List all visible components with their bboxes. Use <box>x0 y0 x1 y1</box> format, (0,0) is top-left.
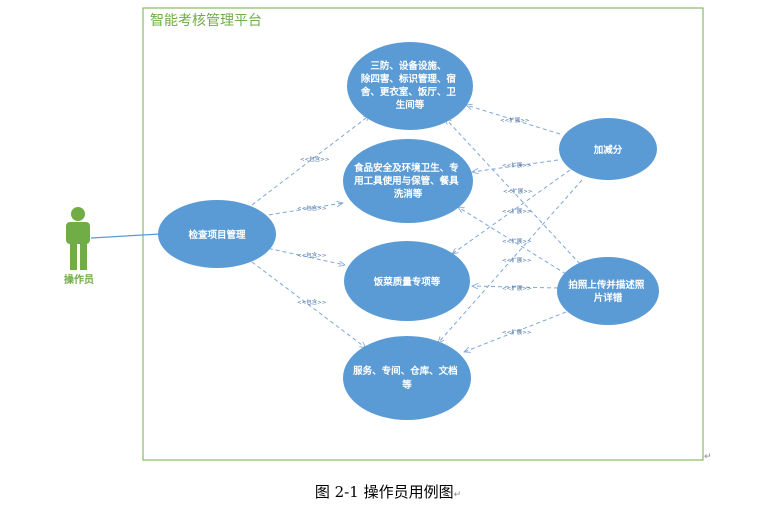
extend-relations <box>438 105 583 352</box>
use-case-2-ellipse[interactable] <box>343 139 473 223</box>
extension-use-case-1[interactable]: 加减分 <box>559 118 657 180</box>
extension-use-case-2-line-1: 拍照上传并描述照 <box>568 279 645 291</box>
use-case-4[interactable]: 服务、专间、仓库、文档 等 <box>343 336 471 420</box>
actor-body <box>66 222 90 244</box>
extension-use-case-1-text: 加减分 <box>593 144 623 156</box>
actor-label: 操作员 <box>64 273 94 286</box>
extend-line-2 <box>472 159 559 172</box>
extend-label-1: <<扩展>> <box>500 116 530 124</box>
use-case-1-text: 三防、设备设施、 除四害、标识管理、宿 舍、更衣室、饭厅、卫 生间等 <box>360 60 459 111</box>
actor-left-leg <box>70 242 77 270</box>
main-use-case-ellipse[interactable] <box>158 200 276 268</box>
use-case-3-text: 饭菜质量专项等 <box>373 276 441 288</box>
paragraph-mark-icon: ↵ <box>453 490 462 500</box>
use-case-1-line-2: 除四害、标识管理、宿 <box>361 73 457 85</box>
use-case-2-line-3: 洗消等 <box>394 188 423 200</box>
main-use-case[interactable]: 检查项目管理 <box>158 200 276 268</box>
extension-use-case-2-ellipse[interactable] <box>557 257 659 325</box>
paragraph-mark-icon: ↵ <box>704 452 712 462</box>
extend-line-3 <box>452 169 571 254</box>
extension-use-case-2-line-2: 片详错 <box>594 292 623 304</box>
use-case-3[interactable]: 饭菜质量专项等 <box>344 241 470 321</box>
use-case-1-line-3: 舍、更衣室、饭厅、卫 <box>360 86 457 98</box>
extend-label-6: <<扩展>> <box>502 256 532 264</box>
include-label-3: <<包含>> <box>297 251 327 259</box>
extend-line-6 <box>458 207 567 275</box>
actor-association-line <box>90 233 161 239</box>
extend-line-8 <box>464 311 567 352</box>
platform-title: 智能考核管理平台 <box>150 13 262 29</box>
extend-label-2: <<扩展>> <box>502 161 532 169</box>
extend-label-4: <<扩展>> <box>502 207 532 215</box>
use-case-2-line-1: 食品安全及环境卫生、专 <box>353 162 459 174</box>
extension-use-case-1-line-1: 加减分 <box>593 144 623 156</box>
figure-caption-text: 图 2-1 操作员用例图 <box>314 483 454 501</box>
extension-use-case-2[interactable]: 拍照上传并描述照 片详错 <box>557 257 659 325</box>
extend-line-4 <box>438 179 583 343</box>
use-case-4-text: 服务、专间、仓库、文档 等 <box>353 365 461 391</box>
extend-label-5: <<扩展>> <box>502 237 532 245</box>
extend-labels: <<扩展>> <<扩展>> <<扩展>> <<扩展>> <<扩展>> <<扩展>… <box>500 116 533 336</box>
main-use-case-label: 检查项目管理 <box>188 229 246 241</box>
include-line-1 <box>251 115 370 206</box>
use-case-2-line-2: 用工具使用与保管、餐具 <box>353 175 459 187</box>
use-case-1-ellipse[interactable] <box>347 42 473 130</box>
use-case-3-line-1: 饭菜质量专项等 <box>373 276 441 288</box>
use-case-4-ellipse[interactable] <box>343 336 471 420</box>
include-label-2: <<包含>> <box>297 204 327 212</box>
use-case-3-ellipse[interactable] <box>344 241 470 321</box>
use-case-4-line-2: 等 <box>401 379 412 391</box>
extension-use-case-1-ellipse[interactable] <box>559 118 657 180</box>
figure-caption: 图 2-1 操作员用例图↵ <box>0 481 776 502</box>
extend-label-3: <<扩展>> <box>503 187 533 195</box>
use-case-1-line-1: 三防、设备设施、 <box>370 60 446 72</box>
extension-use-case-2-text: 拍照上传并描述照 片详错 <box>568 279 647 304</box>
include-line-3 <box>261 246 345 265</box>
use-case-2-text: 食品安全及环境卫生、专 用工具使用与保管、餐具 洗消等 <box>353 162 462 200</box>
include-relations <box>251 115 370 348</box>
extend-label-8: <<扩展>> <box>502 328 532 336</box>
include-label-4: <<包含>> <box>297 298 327 306</box>
include-label-1: <<包含>> <box>300 155 330 163</box>
include-line-4 <box>251 261 366 348</box>
use-case-1-line-4: 生间等 <box>396 99 425 111</box>
use-case-2[interactable]: 食品安全及环境卫生、专 用工具使用与保管、餐具 洗消等 <box>343 139 473 223</box>
extend-label-7: <<扩展>> <box>502 284 532 292</box>
actor-head-icon <box>71 207 85 221</box>
actor-right-leg <box>80 242 87 270</box>
extend-line-5 <box>445 118 581 265</box>
use-case-1[interactable]: 三防、设备设施、 除四害、标识管理、宿 舍、更衣室、饭厅、卫 生间等 <box>347 42 473 130</box>
extend-line-7 <box>472 286 559 288</box>
extend-line-1 <box>466 105 561 135</box>
include-labels: <<包含>> <<包含>> <<包含>> <<包含>> <box>297 155 330 306</box>
use-case-4-line-1: 服务、专间、仓库、文档 <box>353 365 458 377</box>
actor-figure <box>66 207 90 270</box>
